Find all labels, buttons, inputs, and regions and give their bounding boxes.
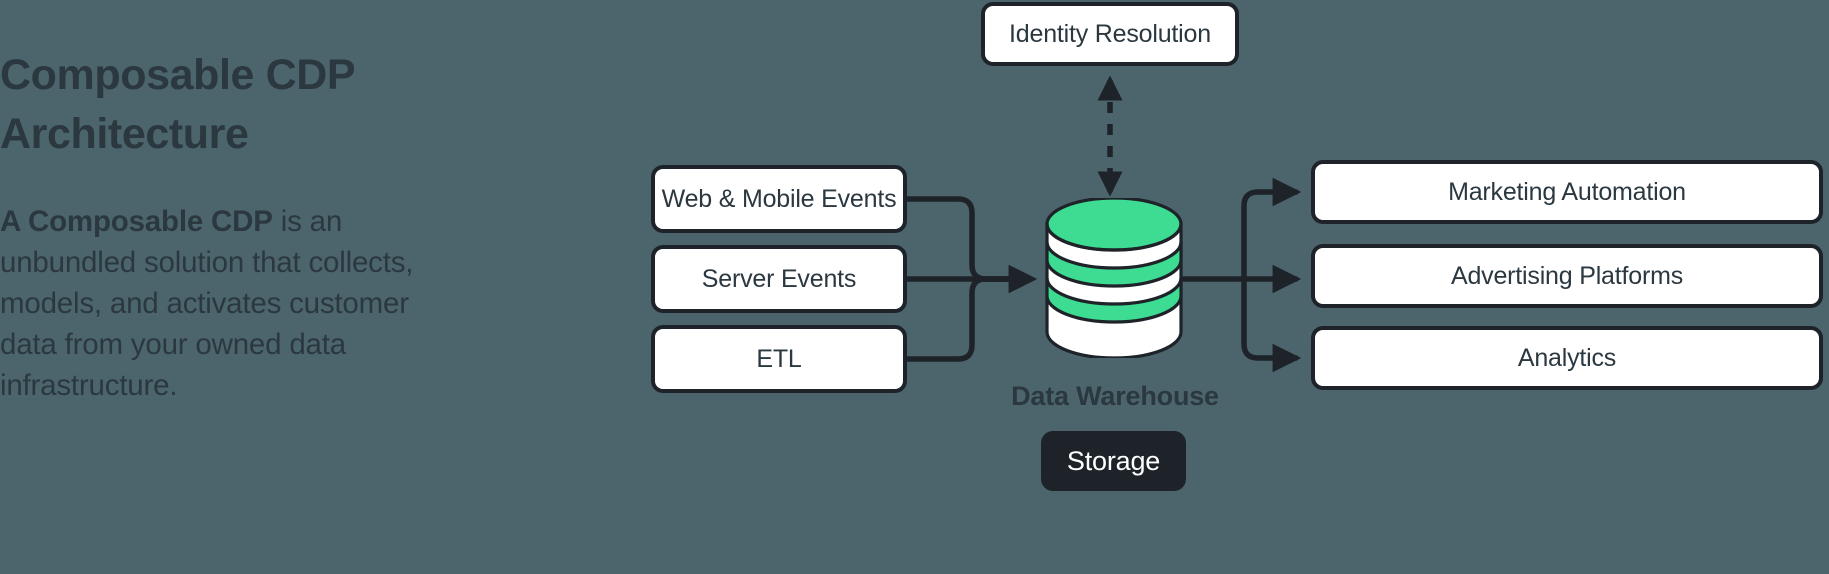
node-identity-resolution[interactable]: Identity Resolution [981, 2, 1239, 66]
node-etl[interactable]: ETL [651, 325, 907, 393]
node-advertising-platforms[interactable]: Advertising Platforms [1311, 244, 1823, 308]
connector-warehouse-to-analytics [1241, 276, 1302, 373]
node-marketing-automation[interactable]: Marketing Automation [1311, 160, 1823, 224]
node-analytics[interactable]: Analytics [1311, 326, 1823, 390]
page-title: Composable CDP Architecture [0, 51, 356, 159]
node-label: Analytics [1517, 343, 1617, 372]
node-label: ETL [756, 344, 802, 373]
intro-text-block: Composable CDP Architecture A Composable… [0, 46, 430, 406]
data-warehouse-label: Data Warehouse [1011, 381, 1219, 411]
node-label: Web & Mobile Events [661, 184, 897, 213]
storage-badge-label: Storage [1066, 445, 1161, 476]
description-paragraph: A Composable CDP is an unbundled solutio… [0, 201, 430, 406]
storage-badge: Storage [1041, 431, 1186, 491]
connector-etl-to-warehouse [904, 276, 1025, 362]
node-web-mobile-events[interactable]: Web & Mobile Events [651, 165, 907, 233]
node-label: Server Events [701, 264, 857, 293]
node-label: Identity Resolution [1009, 19, 1211, 48]
database-cylinder-icon [1044, 196, 1184, 360]
node-label: Marketing Automation [1448, 177, 1686, 206]
connector-web-to-warehouse [904, 196, 1025, 282]
connector-warehouse-to-marketing [1241, 177, 1302, 282]
description-emphasis: A Composable CDP [0, 204, 273, 238]
node-server-events[interactable]: Server Events [651, 245, 907, 313]
node-label: Advertising Platforms [1451, 261, 1683, 290]
description-body: is an unbundled solution that collects, … [0, 204, 414, 402]
